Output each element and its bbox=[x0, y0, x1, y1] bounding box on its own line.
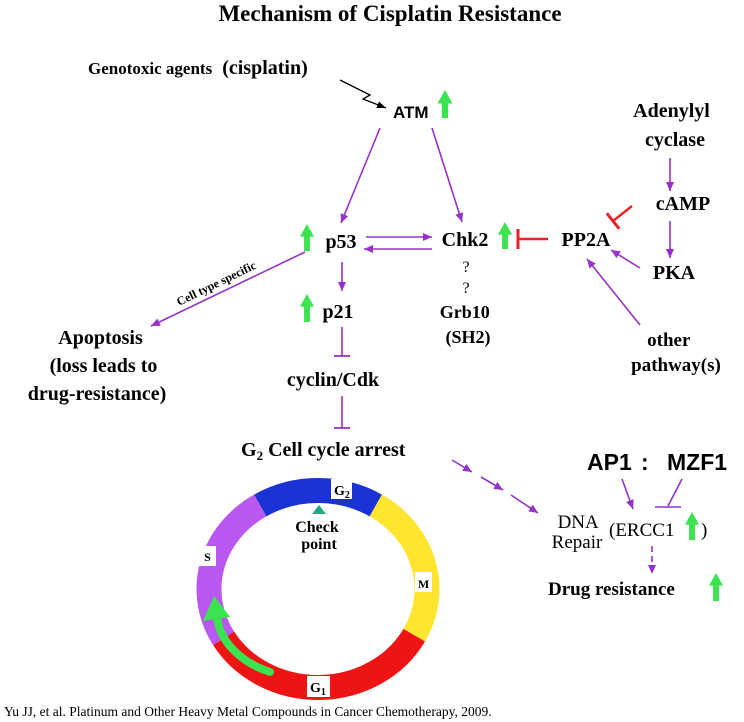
phase-label-box-g1 bbox=[307, 676, 330, 697]
checkpoint-line1: Check bbox=[295, 519, 339, 536]
gene-ercc1: (ERCC1 bbox=[609, 520, 674, 541]
node-grb10-line1: Grb10 bbox=[440, 302, 490, 322]
node-other-line1: other bbox=[647, 330, 691, 351]
node-adenylyl-line1: Adenylyl bbox=[633, 100, 710, 122]
repair-repair: Repair bbox=[552, 532, 603, 553]
node-p53: p53 bbox=[325, 231, 356, 253]
zigzag-arrow-icon bbox=[339, 79, 387, 109]
edge-atm-to-p53 bbox=[340, 127, 381, 224]
chk2-up-arrow-icon bbox=[498, 222, 512, 249]
repair-label: DNA Repair bbox=[552, 512, 603, 553]
edge-other-to-pp2a bbox=[586, 258, 641, 326]
phase-label-g1: G1 bbox=[310, 681, 326, 698]
inhibition-camp-to-pp2a bbox=[605, 205, 633, 230]
node-apoptosis-line1: Apoptosis bbox=[58, 327, 143, 349]
node-pka: PKA bbox=[653, 262, 696, 284]
phase-label-box-s bbox=[199, 546, 216, 566]
checkpoint-triangle-icon bbox=[312, 505, 326, 514]
node-atm: ATM bbox=[393, 103, 429, 122]
node-grb10-line2: (SH2) bbox=[446, 327, 491, 348]
ercc1-up-arrow-icon bbox=[685, 512, 699, 540]
phase-arc-g2 bbox=[254, 478, 382, 517]
edge-ap1-to-ercc1 bbox=[621, 478, 634, 510]
p53-up-arrow-icon bbox=[300, 224, 314, 251]
checkpoint-label: Check point bbox=[295, 519, 343, 553]
edge-mzf1-inhibits-ercc1 bbox=[667, 478, 683, 507]
edge-label-cell-type-specific: Cell type specific bbox=[174, 258, 259, 309]
outcome-drug-resistance: Drug resistance bbox=[548, 579, 675, 600]
phase-label-box-g2 bbox=[331, 479, 352, 499]
node-apoptosis: Apoptosis (loss leads to drug-resistance… bbox=[28, 327, 167, 405]
gene-ercc1-close: ) bbox=[701, 520, 707, 541]
unknown-link-1: ? bbox=[462, 259, 469, 276]
edge-arrest-to-repair-1 bbox=[451, 459, 473, 473]
atm-up-arrow-icon bbox=[437, 90, 453, 118]
regulator-mzf1: MZF1 bbox=[667, 449, 727, 475]
repair-dna: DNA bbox=[558, 512, 599, 533]
cell-cycle-ring: G2 M G1 S Check point bbox=[196, 478, 440, 700]
regulators-label: AP1 : MZF1 bbox=[587, 449, 727, 475]
phase-arc-m bbox=[369, 494, 440, 642]
node-chk2: Chk2 bbox=[442, 229, 489, 251]
p21-up-arrow-icon bbox=[300, 294, 314, 322]
regulator-separator: : bbox=[641, 449, 649, 475]
cycle-progress-arrowhead-icon bbox=[203, 596, 230, 621]
node-g2-arrest: G2 Cell cycle arrest bbox=[241, 439, 406, 463]
citation: Yu JJ, et al. Platinum and Other Heavy M… bbox=[4, 704, 492, 719]
activation-edges bbox=[150, 127, 683, 574]
unknown-link-2: ? bbox=[462, 280, 469, 297]
phase-label-g2: G2 bbox=[334, 484, 350, 501]
arrest-text: Cell cycle arrest bbox=[268, 439, 406, 461]
phase-label-box-m bbox=[415, 572, 432, 592]
arrest-letter: G bbox=[241, 439, 257, 461]
phase-g1-sub: 1 bbox=[321, 687, 326, 698]
phase-g2-letter: G bbox=[334, 484, 345, 499]
phase-label-s: S bbox=[204, 550, 211, 564]
node-grb10: Grb10 (SH2) bbox=[440, 302, 495, 348]
cycle-progress-arrow-icon bbox=[213, 614, 274, 676]
node-other-pathways: other pathway(s) bbox=[631, 330, 721, 376]
regulator-ap1: AP1 bbox=[587, 449, 632, 475]
node-apoptosis-line2: (loss leads to bbox=[50, 355, 158, 377]
phase-label-m: M bbox=[418, 577, 429, 591]
node-adenylyl-line2: cyclase bbox=[645, 129, 705, 151]
inhibition-edges bbox=[516, 205, 633, 249]
node-apoptosis-line3: drug-resistance) bbox=[28, 383, 167, 405]
node-adenylyl-cyclase: Adenylyl cyclase bbox=[633, 100, 715, 151]
node-cyclin-cdk: cyclin/Cdk bbox=[287, 369, 380, 391]
node-other-line2: pathway(s) bbox=[631, 355, 721, 376]
drug-resistance-up-arrow-icon bbox=[709, 573, 723, 601]
node-p21: p21 bbox=[322, 301, 353, 323]
stimulus-agents: Genotoxic agents bbox=[88, 59, 213, 78]
diagram-title: Mechanism of Cisplatin Resistance bbox=[218, 1, 561, 26]
node-camp: cAMP bbox=[656, 193, 710, 215]
arrest-subscript: 2 bbox=[257, 448, 264, 463]
edge-arrest-to-repair-3 bbox=[510, 494, 539, 514]
edge-p53-to-apoptosis bbox=[150, 251, 306, 327]
phase-g1-letter: G bbox=[310, 681, 321, 696]
checkpoint-line2: point bbox=[301, 536, 337, 553]
edge-atm-to-chk2 bbox=[431, 127, 464, 223]
stimulus-label: Genotoxic agents (cisplatin) bbox=[88, 57, 308, 79]
phase-g2-sub: 2 bbox=[345, 490, 350, 501]
edge-arrest-to-repair-2 bbox=[480, 476, 504, 491]
edge-pka-to-pp2a bbox=[610, 249, 641, 269]
stimulus-drug: (cisplatin) bbox=[222, 57, 308, 79]
node-pp2a: PP2A bbox=[562, 229, 611, 251]
